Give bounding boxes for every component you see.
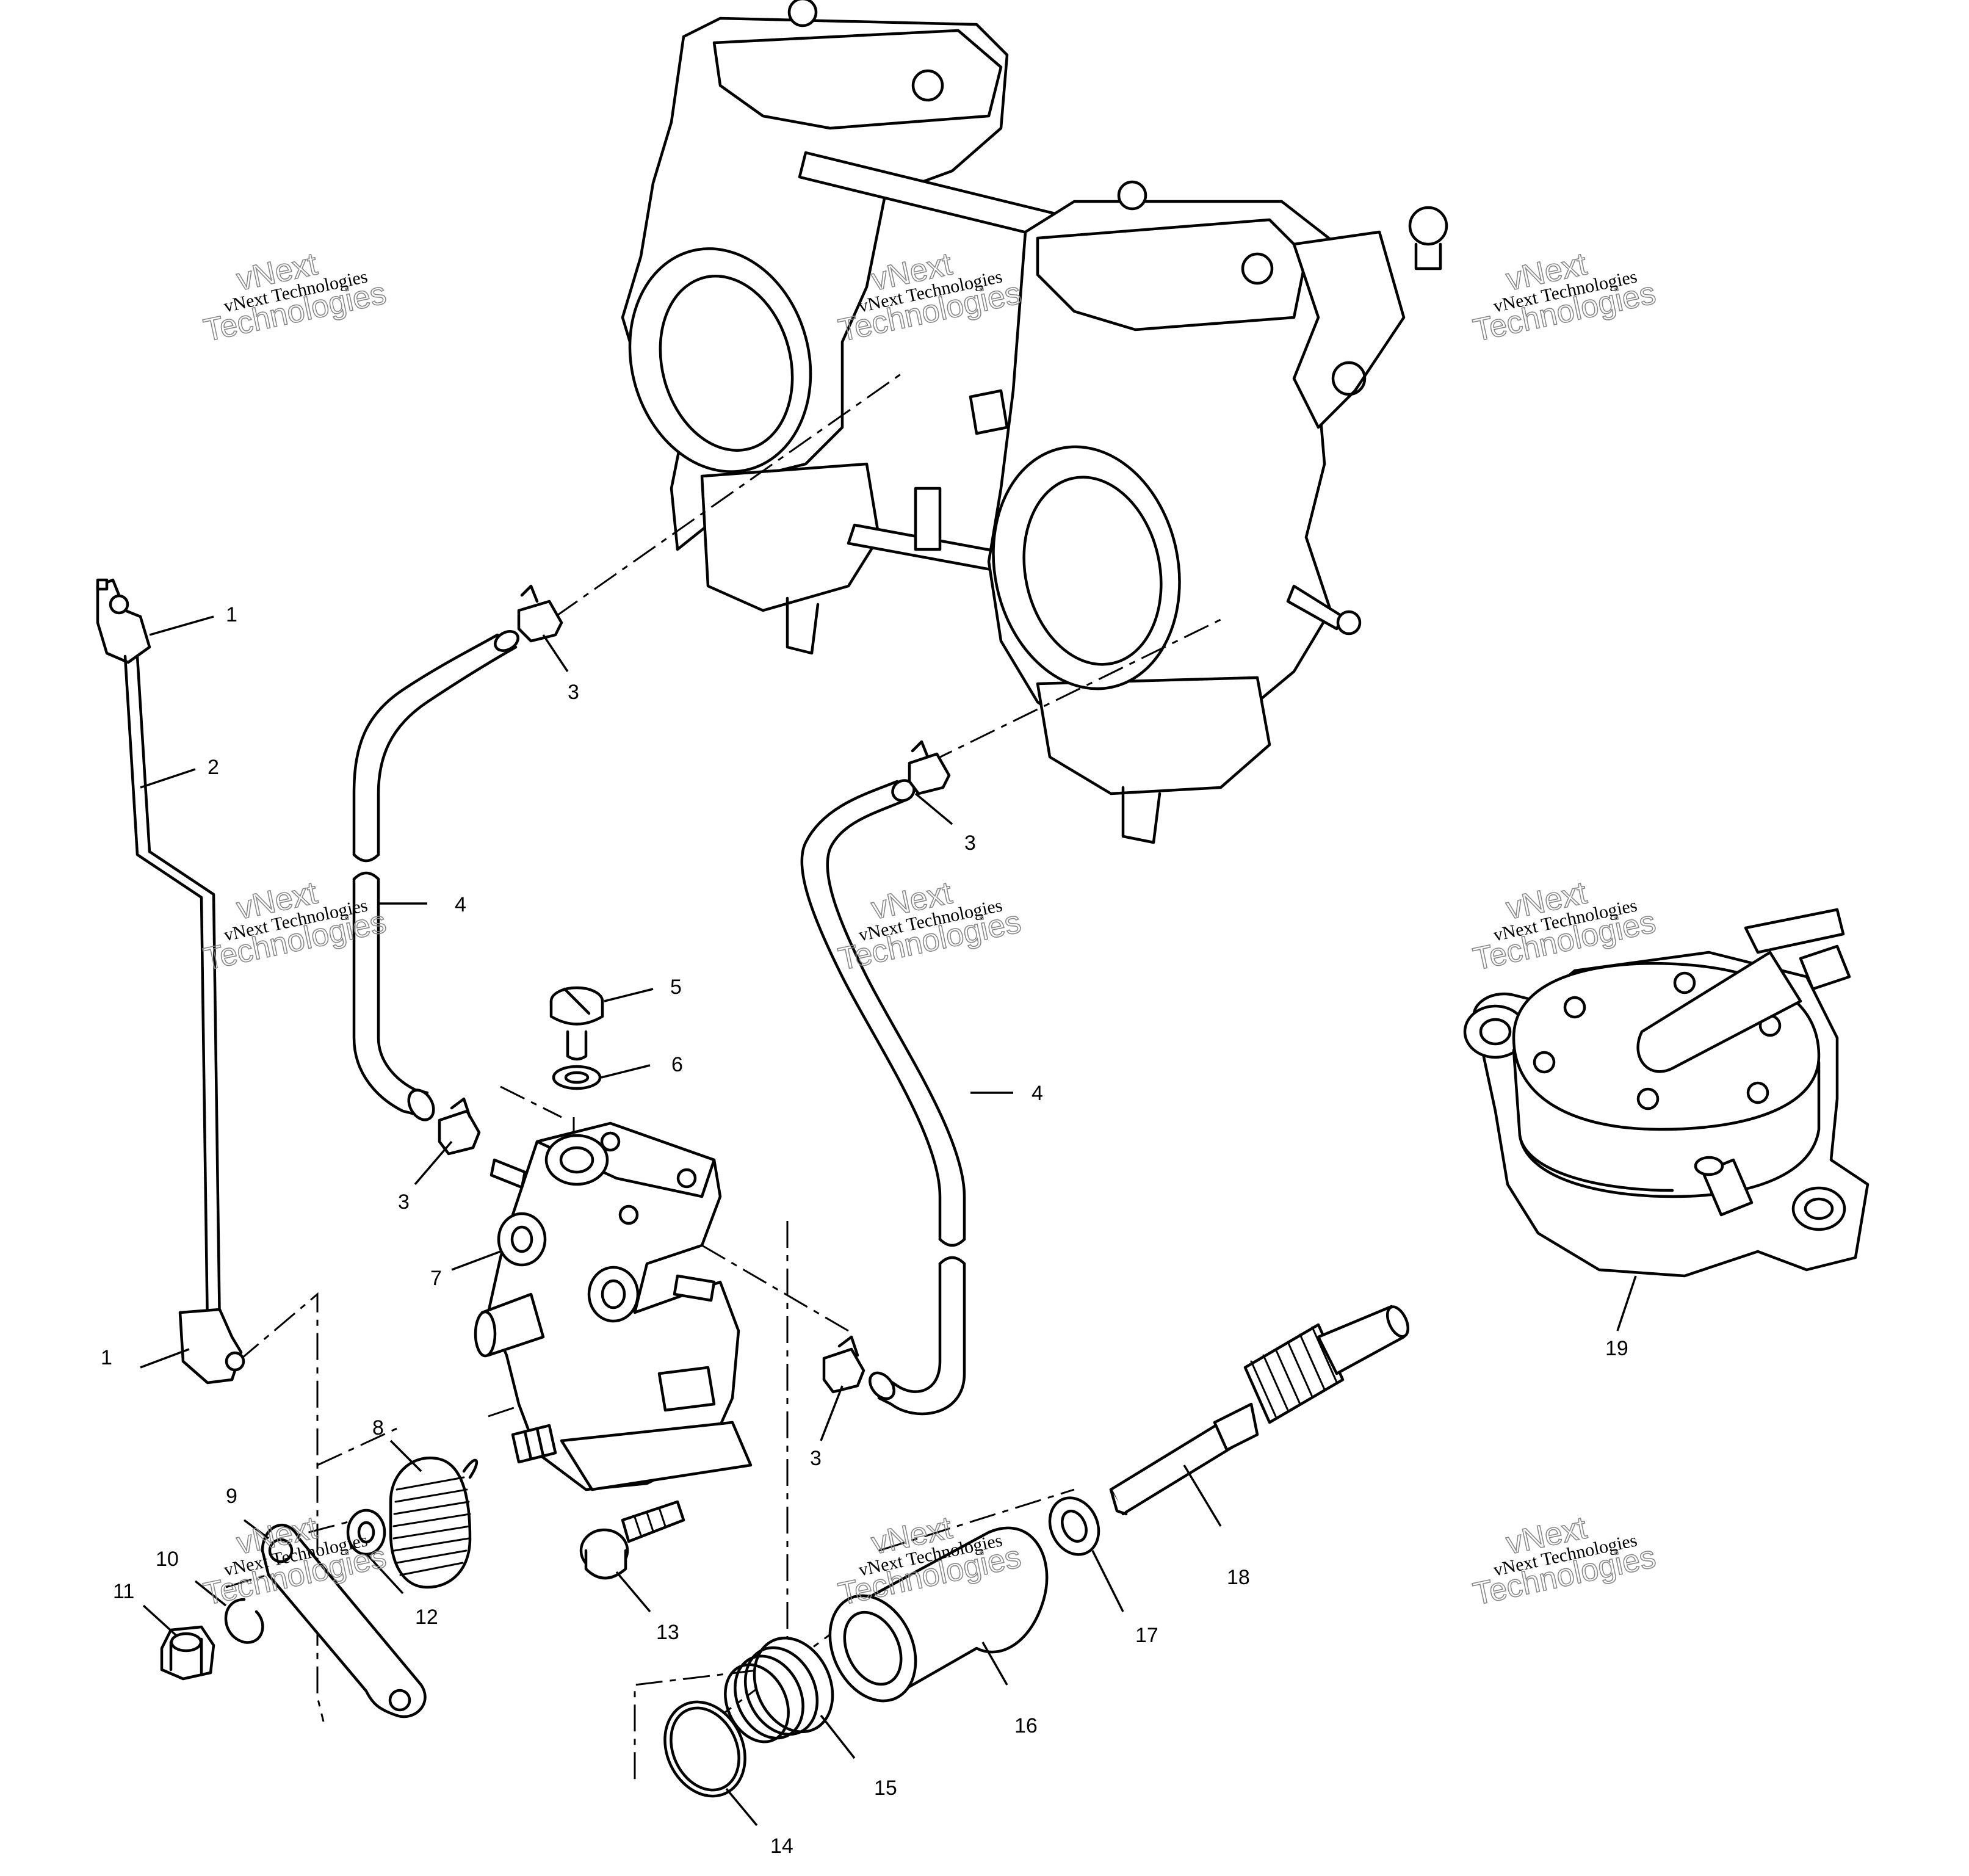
hose-clamp-pump-right: [822, 1335, 865, 1394]
return-spring: [389, 1456, 479, 1589]
callout-1-lower: 1: [101, 1346, 112, 1369]
callout-7: 7: [430, 1267, 442, 1290]
callout-1-upper: 1: [226, 603, 237, 626]
callout-2: 2: [208, 756, 219, 779]
callout-5: 5: [670, 976, 682, 999]
watermark-9: vNext vNext Technologies Technologies: [1470, 1510, 1660, 1613]
watermark-5: vNext vNext Technologies Technologies: [835, 875, 1025, 978]
oil-line-assembly: [96, 578, 245, 1385]
leader-lines: [140, 615, 1637, 1827]
callout-13: 13: [656, 1621, 679, 1644]
oil-pump-body: [474, 1121, 753, 1491]
callout-3-pump-left: 3: [398, 1190, 410, 1214]
callout-12: 12: [415, 1606, 438, 1629]
watermark-4: vNext vNext Technologies Technologies: [200, 875, 390, 978]
callout-9: 9: [226, 1485, 237, 1508]
watermark-1: vNext vNext Technologies Technologies: [200, 246, 390, 349]
callout-15: 15: [874, 1776, 897, 1800]
fuel-hose-left: [352, 630, 519, 1121]
pump-lever-hardware: [160, 1508, 427, 1718]
callout-11: 11: [113, 1580, 134, 1603]
callout-10: 10: [156, 1548, 179, 1571]
watermark-6: vNext vNext Technologies Technologies: [1470, 875, 1660, 978]
callout-17: 17: [1135, 1624, 1158, 1647]
pump-screw-and-washer: [549, 986, 604, 1090]
callout-16: 16: [1014, 1714, 1038, 1737]
callout-3-top: 3: [568, 681, 579, 704]
hose-clamp-pump-left: [438, 1097, 481, 1156]
callout-4-left: 4: [455, 893, 466, 916]
hose-clamp-top: [517, 584, 563, 643]
callout-numbers: 1 2 3 4 3 4 5 6 3 7 1 3 19 8 9 10 11 12 …: [101, 603, 1628, 1858]
carburetor-assembly: [621, 0, 1448, 844]
fuel-pump: [1463, 908, 1870, 1278]
drive-gear-seals: [663, 1496, 1100, 1798]
pump-mounting-bolt: [579, 1500, 685, 1580]
pump-drive-shaft: [1109, 1305, 1410, 1516]
callout-3-pump-right: 3: [810, 1447, 822, 1470]
callout-14: 14: [770, 1834, 793, 1858]
callout-3-mid: 3: [964, 831, 976, 855]
callout-8: 8: [372, 1416, 384, 1440]
callout-4-right: 4: [1031, 1082, 1043, 1105]
callout-19: 19: [1605, 1337, 1628, 1360]
callout-6: 6: [671, 1053, 683, 1076]
watermarks: vNext vNext Technologies Technologies vN…: [200, 246, 1660, 1613]
fuel-hose-right: [800, 779, 966, 1416]
hose-clamp-mid: [908, 740, 951, 795]
callout-18: 18: [1227, 1566, 1250, 1589]
watermark-3: vNext vNext Technologies Technologies: [1470, 246, 1660, 349]
